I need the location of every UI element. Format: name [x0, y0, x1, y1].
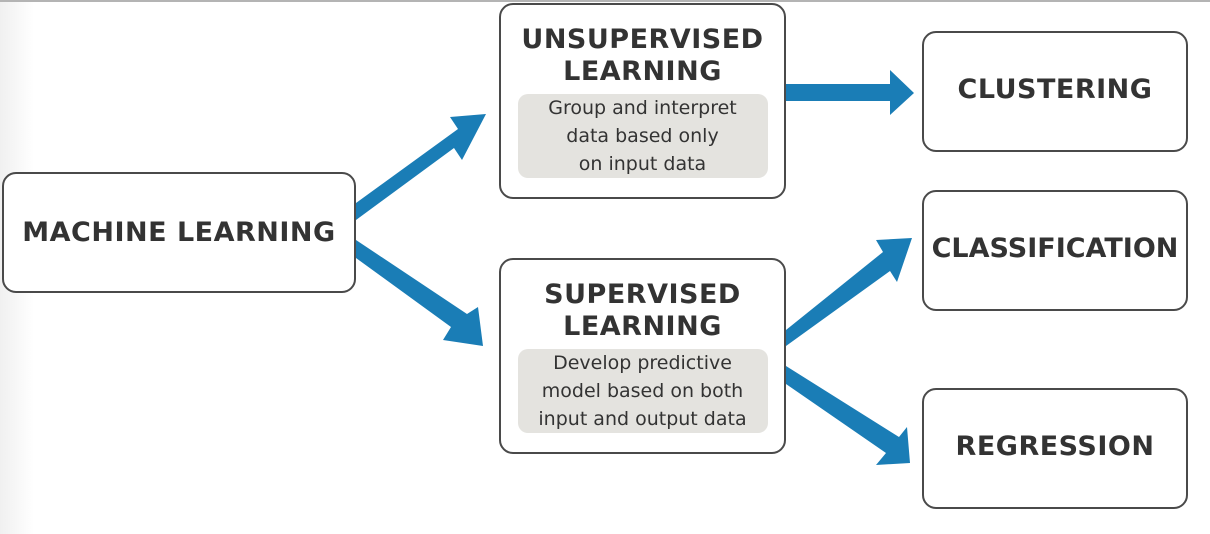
desc-line: model based on both: [541, 380, 744, 402]
arrow-unsupervised-to-clustering: [786, 70, 914, 115]
node-label-line2: LEARNING: [563, 56, 722, 87]
top-border: [0, 0, 1210, 2]
node-label: MACHINE LEARNING: [22, 216, 336, 248]
node-unsupervised-learning: UNSUPERVISED LEARNING Group and interpre…: [499, 3, 786, 199]
desc-line: Group and interpret: [548, 97, 737, 119]
arrow-ml-to-unsupervised: [356, 114, 486, 220]
node-description: Group and interpret data based only on i…: [517, 94, 768, 178]
node-supervised-learning: SUPERVISED LEARNING Develop predictive m…: [499, 258, 786, 454]
desc-line: data based only: [566, 125, 719, 147]
desc-line: Develop predictive: [553, 352, 732, 374]
node-label: CLASSIFICATION: [931, 232, 1179, 264]
node-label-line2: LEARNING: [563, 311, 722, 342]
node-label: CLUSTERING: [957, 74, 1153, 105]
node-label-line1: SUPERVISED: [544, 279, 741, 310]
node-description: Develop predictive model based on both i…: [517, 349, 768, 433]
node-machine-learning: MACHINE LEARNING: [2, 172, 356, 293]
node-classification: CLASSIFICATION: [922, 190, 1188, 311]
desc-line: input and output data: [538, 408, 747, 430]
arrow-supervised-to-classification: [786, 238, 912, 346]
node-clustering: CLUSTERING: [922, 31, 1188, 152]
desc-line: on input data: [578, 153, 707, 175]
arrow-supervised-to-regression: [786, 366, 910, 465]
node-label: REGRESSION: [955, 430, 1155, 462]
arrow-ml-to-supervised: [356, 240, 483, 346]
node-label-line1: UNSUPERVISED: [521, 24, 764, 55]
node-regression: REGRESSION: [922, 388, 1188, 509]
